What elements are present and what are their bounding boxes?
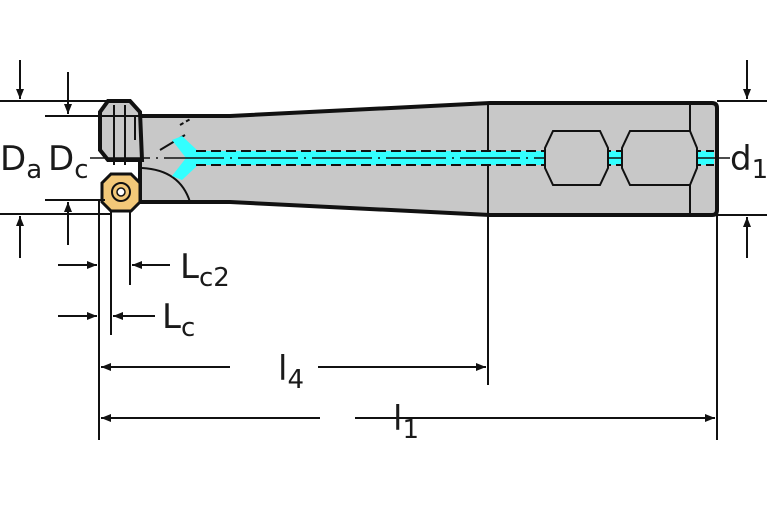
insert [100,172,142,213]
dimension-arrows [16,60,751,422]
label-Da: Da [0,139,42,185]
hex-cavity-1 [544,130,609,186]
label-d1: d1 [730,139,767,185]
label-l4: l4 [278,349,304,395]
hex-cavity-2 [621,130,698,186]
extension-lines [0,100,767,440]
label-l1: l1 [393,399,419,445]
label-Lc: Lc [162,297,195,343]
label-Dc: Dc [48,139,88,185]
screw-icon [111,182,131,202]
label-Lc2: Lc2 [180,247,230,293]
